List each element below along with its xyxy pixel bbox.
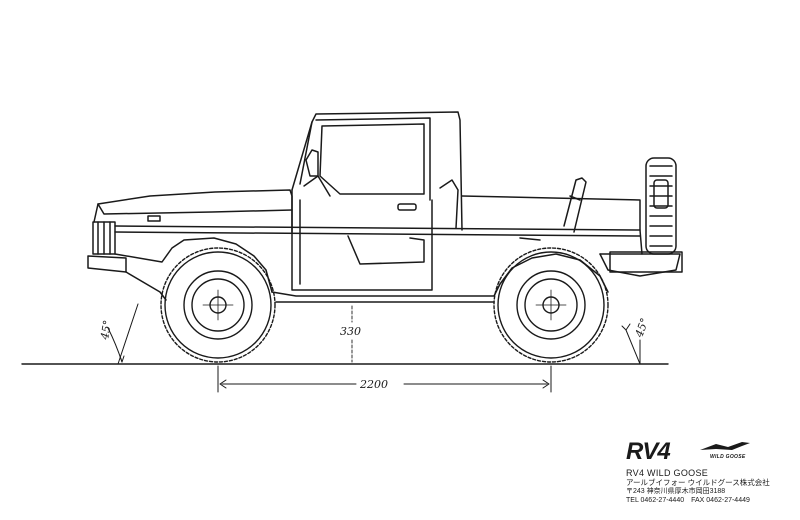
company-address: 〒243 神奈川県厚木市岡田3188	[626, 488, 726, 495]
vehicle-body	[87, 111, 683, 303]
title-block: RV4 WILD GOOSE RV4 WILD GOOSE アールブイフォー ウ…	[626, 438, 796, 505]
company-name-japanese: アールブイフォー ウイルドグース株式会社	[626, 478, 770, 487]
goose-icon	[700, 442, 750, 450]
wheel-centre-marks	[202, 289, 567, 321]
approach-angle-dimension	[107, 303, 139, 365]
approach-angle-label: 45°	[98, 319, 114, 341]
departure-angle-label: 45°	[632, 316, 651, 340]
brand-logo: RV4 WILD GOOSE	[626, 438, 796, 465]
wheelbase-dimension	[217, 365, 552, 393]
wheelbase-label: 2200	[359, 378, 388, 391]
departure-angle-dimension	[621, 323, 641, 365]
brand-wordmark: RV4	[626, 438, 671, 465]
company-phone-fax: TEL 0462-27-4440 FAX 0462-27-4449	[626, 497, 750, 504]
ground-clearance-label: 330	[340, 325, 361, 338]
brand-tagline: WILD GOOSE	[710, 454, 746, 460]
company-name: RV4 WILD GOOSE	[626, 468, 709, 478]
